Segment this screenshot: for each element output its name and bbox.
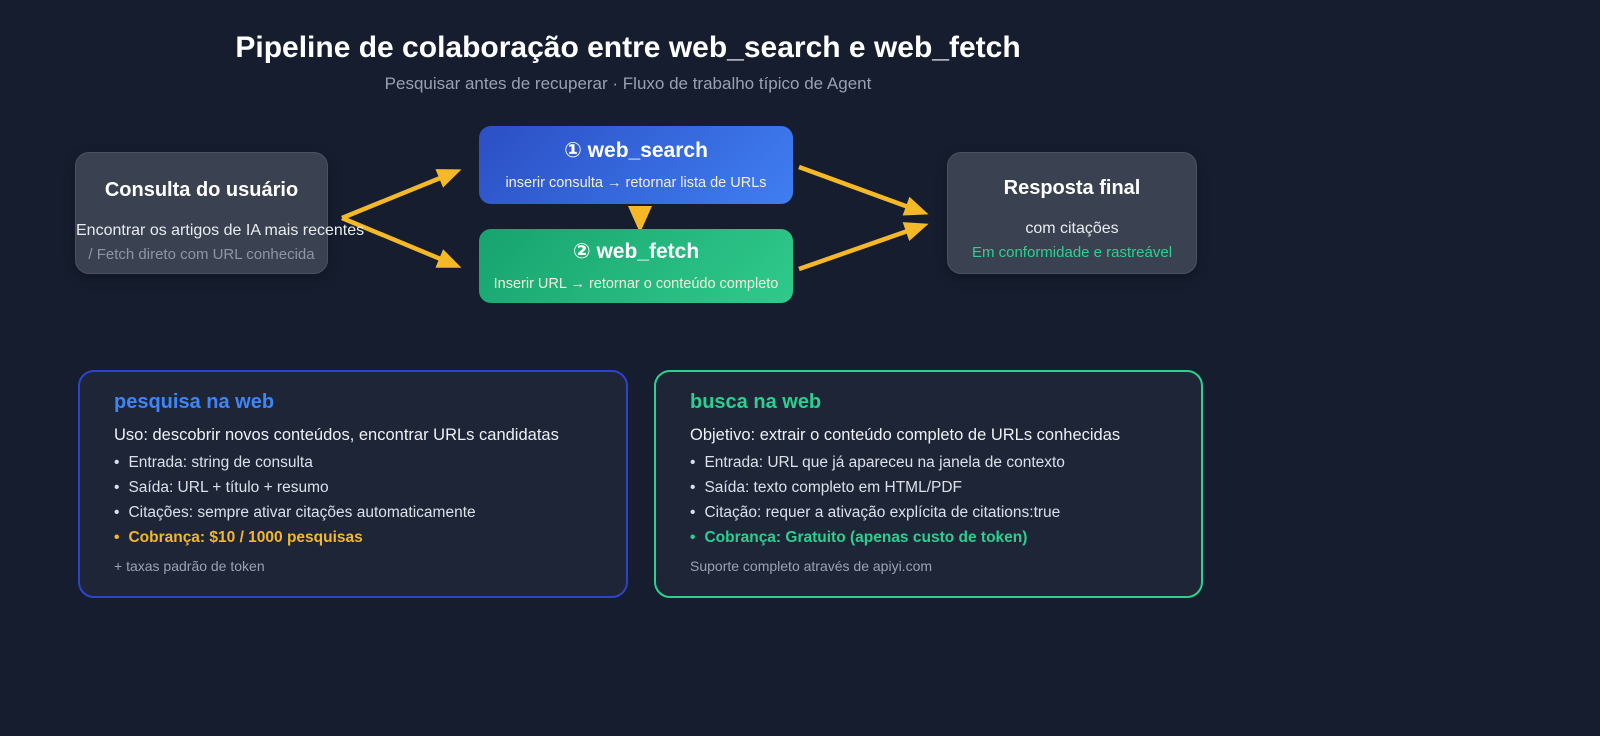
bullet-glyph: • bbox=[690, 479, 696, 496]
node-web-fetch: ② web_fetch Inserir URL → retornar o con… bbox=[479, 229, 793, 303]
bullet-glyph: • bbox=[114, 454, 120, 471]
bullet-glyph: • bbox=[690, 454, 696, 471]
list-item-pricing: • Cobrança: $10 / 1000 pesquisas bbox=[114, 529, 592, 547]
list-item-text: Cobrança: Gratuito (apenas custo de toke… bbox=[704, 529, 1028, 546]
arrow-fetch-to-final bbox=[798, 222, 929, 272]
arrow-search-to-final bbox=[798, 164, 929, 216]
card-web-search-note: + taxas padrão de token bbox=[114, 558, 265, 574]
arrow-user-to-search bbox=[341, 169, 462, 221]
card-web-search-usage: Uso: descobrir novos conteúdos, encontra… bbox=[114, 426, 559, 444]
list-item-text: Saída: URL + título + resumo bbox=[128, 479, 329, 496]
list-item: • Citações: sempre ativar citações autom… bbox=[114, 504, 592, 522]
node-final-answer-line2: Em conformidade e rastreável bbox=[971, 244, 1173, 261]
list-item-text: Citação: requer a ativação explícita de … bbox=[704, 504, 1061, 521]
card-web-search-title: pesquisa na web bbox=[114, 391, 275, 413]
node-final-answer-title: Resposta final bbox=[1003, 177, 1141, 199]
list-item: • Citação: requer a ativação explícita d… bbox=[690, 504, 1167, 522]
list-item-text: Cobrança: $10 / 1000 pesquisas bbox=[128, 529, 363, 546]
node-web-search-title: ① web_search bbox=[564, 139, 708, 162]
node-web-search: ① web_search inserir consulta → retornar… bbox=[479, 126, 793, 204]
list-item: • Saída: texto completo em HTML/PDF bbox=[690, 479, 1167, 497]
card-web-fetch-list: • Entrada: URL que já apareceu na janela… bbox=[690, 454, 1167, 547]
card-web-fetch-usage: Objetivo: extrair o conteúdo completo de… bbox=[690, 426, 1121, 444]
node-user-query-line1: Encontrar os artigos de IA mais recentes bbox=[76, 222, 365, 239]
card-web-search-list: • Entrada: string de consulta • Saída: U… bbox=[114, 454, 592, 547]
node-web-fetch-subtitle: Inserir URL → retornar o conteúdo comple… bbox=[493, 276, 779, 292]
node-web-fetch-title: ② web_fetch bbox=[572, 240, 700, 263]
node-user-query-title: Consulta do usuário bbox=[104, 179, 299, 201]
list-item: • Saída: URL + título + resumo bbox=[114, 479, 592, 497]
list-item-text: Entrada: string de consulta bbox=[128, 454, 313, 471]
list-item: • Entrada: URL que já apareceu na janela… bbox=[690, 454, 1167, 472]
list-item-pricing: • Cobrança: Gratuito (apenas custo de to… bbox=[690, 529, 1167, 547]
list-item-text: Citações: sempre ativar citações automat… bbox=[128, 504, 476, 521]
card-web-search: pesquisa na web Uso: descobrir novos con… bbox=[78, 370, 628, 598]
bullet-glyph: • bbox=[114, 479, 120, 496]
page-subtitle: Pesquisar antes de recuperar · Fluxo de … bbox=[384, 74, 872, 93]
node-user-query: Consulta do usuário Encontrar os artigos… bbox=[75, 152, 365, 274]
node-final-answer-line1: com citações bbox=[1025, 220, 1119, 237]
bullet-glyph: • bbox=[690, 504, 696, 521]
card-web-fetch-note: Suporte completo através de apiyi.com bbox=[690, 558, 933, 574]
page-title: Pipeline de colaboração entre web_search… bbox=[235, 31, 1021, 64]
bullet-glyph: • bbox=[114, 504, 120, 521]
bullet-glyph: • bbox=[114, 529, 120, 546]
card-web-fetch: busca na web Objetivo: extrair o conteúd… bbox=[654, 370, 1203, 598]
bullet-glyph: • bbox=[690, 529, 696, 546]
list-item: • Entrada: string de consulta bbox=[114, 454, 592, 472]
node-user-query-line2: / Fetch direto com URL conhecida bbox=[88, 246, 315, 263]
node-web-search-subtitle: inserir consulta → retornar lista de URL… bbox=[505, 175, 767, 191]
node-final-answer: Resposta final com citações Em conformid… bbox=[947, 152, 1197, 274]
card-web-fetch-title: busca na web bbox=[690, 391, 822, 413]
list-item-text: Entrada: URL que já apareceu na janela d… bbox=[704, 454, 1065, 471]
list-item-text: Saída: texto completo em HTML/PDF bbox=[704, 479, 963, 496]
